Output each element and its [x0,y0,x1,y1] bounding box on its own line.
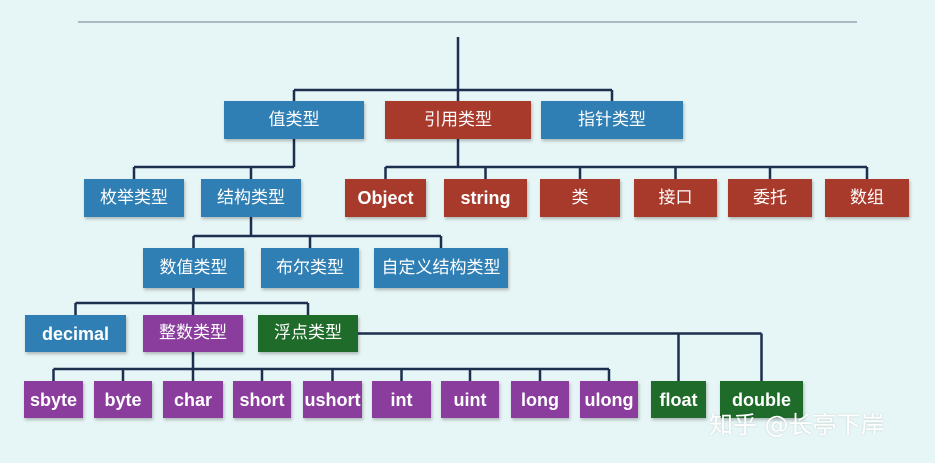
node-delegate: 委托 [728,179,812,217]
node-bool-types: 布尔类型 [261,248,359,288]
node-long: long [511,381,569,418]
node-value-types: 值类型 [224,101,364,139]
node-array: 数组 [825,179,909,217]
node-object: Object [345,179,426,217]
node-decimal: decimal [25,315,126,352]
node-ulong: ulong [580,381,638,418]
node-byte: byte [94,381,152,418]
node-sbyte: sbyte [24,381,83,418]
watermark: 知乎 @长亭下岸 [709,411,885,439]
node-reference-types: 引用类型 [385,101,531,139]
node-string: string [444,179,527,217]
node-uint: uint [441,381,499,418]
node-integer-types: 整数类型 [143,315,243,352]
node-interface: 接口 [634,179,717,217]
node-class: 类 [540,179,620,217]
node-custom-struct-types: 自定义结构类型 [374,248,508,288]
node-pointer-types: 指针类型 [541,101,683,139]
node-char: char [163,381,223,418]
node-short: short [233,381,291,418]
node-ushort: ushort [303,381,362,418]
node-int: int [372,381,431,418]
node-enum-types: 枚举类型 [84,179,184,217]
node-numeric-types: 数值类型 [143,248,244,288]
node-float: float [651,381,706,418]
node-struct-types: 结构类型 [201,179,301,217]
node-float-types: 浮点类型 [258,315,358,352]
node-double: double [720,381,803,418]
